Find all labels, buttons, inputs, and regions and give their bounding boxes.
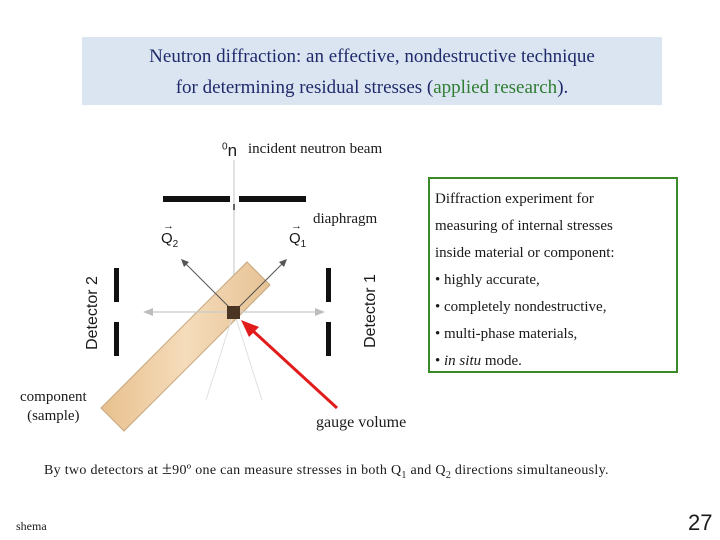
q1-letter: Q [289,230,301,247]
beam-symbol-sup: 0 [222,141,228,153]
q2-letter: Q [161,230,173,247]
diffracted-arrow-right [315,308,325,316]
info-item-4: • in situ mode. [435,348,676,375]
info-item-4-bullet: • [435,353,445,369]
footer-mid: one can measure stresses in both Q [191,463,402,478]
detector1-slit-top [326,268,331,302]
page-number: 27 [688,510,713,535]
detector2-slit-bottom [114,322,119,356]
sample-plate [100,261,271,432]
footer-sub1: 1 [401,469,407,481]
info-item-4-italic: in situ [444,353,482,369]
title-applied-research: applied research [433,77,558,98]
q2-arrow-icon: → [163,220,174,232]
q1-label: →Q1 [289,220,307,250]
footer-sentence: By two detectors at ±90º one can measure… [44,458,609,481]
info-item-4-rest: mode. [481,353,522,369]
faint-ray-2 [233,311,263,401]
faint-ray-1 [205,311,235,401]
footer-and: and Q [406,463,446,478]
q1-vector [233,262,284,313]
title-line-2-post: ). [557,77,569,98]
info-item-1: • highly accurate, [435,272,540,288]
title-line-2-pre: for determining residual stresses ( [175,77,434,98]
info-item-3: • multi-phase materials, [435,326,578,342]
title-line-2: for determining residual stresses (appli… [82,72,662,103]
footer-post: directions simultaneously. [451,463,609,478]
footer-pre: By two detectors at [44,463,162,478]
info-box: Diffraction experiment for measuring of … [428,177,678,373]
title-line-1: Neutron diffraction: an effective, nonde… [149,46,595,67]
detector1-slit-bottom [326,322,331,356]
gauge-volume-square [227,306,240,319]
footer-sub2: 2 [445,469,452,481]
diaphragm-right-bar [239,196,306,202]
corner-label: shema [16,519,47,533]
beam-symbol-n: n [227,141,238,160]
footer-deg: 90º [172,463,192,478]
beam-symbol: 0n [222,141,237,161]
q2-subscript: 2 [172,239,179,250]
q2-label: →Q2 [161,220,179,250]
detector2-label: Detector 2 [84,276,101,350]
title-box: Neutron diffraction: an effective, nonde… [82,37,662,105]
q2-vector [184,262,235,313]
info-heading-1: Diffraction experiment for [435,191,594,207]
q1-arrowhead [279,259,287,267]
detector1-label: Detector 1 [362,274,379,348]
info-heading-2: measuring of internal stresses [435,218,613,234]
q1-arrow-icon: → [291,220,302,232]
info-heading-3: inside material or component: [435,245,615,261]
info-item-2: • completely nondestructive, [435,299,607,315]
incident-beam-label: incident neutron beam [248,141,383,157]
q2-arrowhead [181,259,189,267]
detector2-slit-top [114,268,119,302]
gauge-pointer-head [241,320,259,337]
component-label-line2: (sample) [27,408,80,424]
diaphragm-left-bar [163,196,230,202]
component-label-line1: component [20,389,87,405]
gauge-volume-label: gauge volume [316,414,407,431]
diffracted-arrow-left [143,308,153,316]
gauge-pointer-arrow [250,328,339,410]
diaphragm-label: diaphragm [313,211,378,227]
q1-subscript: 1 [300,239,307,250]
footer-pm: ± [161,458,173,478]
component-label: component (sample) [20,388,87,426]
